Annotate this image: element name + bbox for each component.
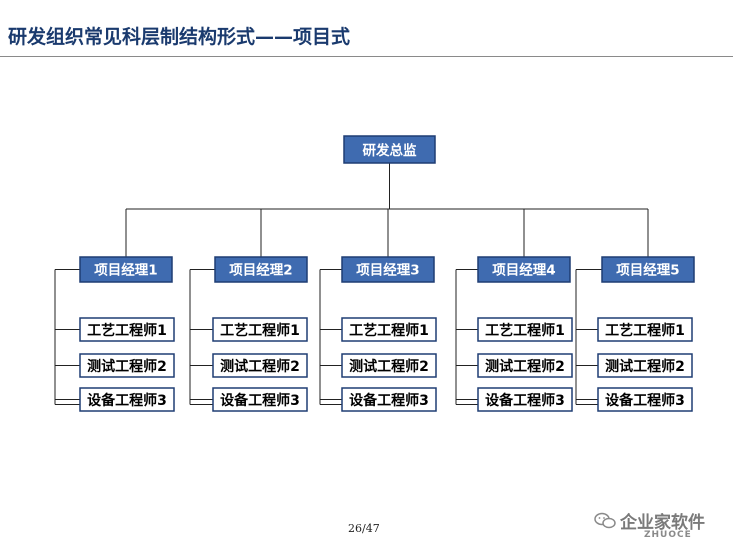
manager-node: 项目经理4 工艺工程师1 测试工程师2 设备工程师3 [477,256,573,412]
engineer-box [212,353,308,378]
engineer-box [597,353,693,378]
engineer-box [597,317,693,342]
engineer-label: 设备工程师3 [220,392,300,409]
engineer-label: 工艺工程师1 [87,322,167,339]
manager-box [341,256,435,283]
engineer-label: 工艺工程师1 [485,322,565,339]
manager-node: 项目经理5 工艺工程师1 测试工程师2 设备工程师3 [597,256,695,412]
manager-node: 项目经理3 工艺工程师1 测试工程师2 设备工程师3 [341,256,437,412]
watermark-subtext: ZHUOCE [644,530,692,540]
engineer-label: 测试工程师2 [485,358,565,375]
page-number: 26/47 [348,522,380,535]
manager-box [477,256,571,283]
engineer-box [597,387,693,412]
engineer-label: 工艺工程师1 [605,322,685,339]
watermark-text: 企业家软件 [620,513,705,533]
root-box [343,135,436,164]
engineer-box [477,317,573,342]
watermark: 企业家软件 ZHUOCE [590,506,730,546]
engineer-label: 工艺工程师1 [349,322,429,339]
manager-box [601,256,695,283]
engineer-label: 设备工程师3 [485,392,565,409]
engineer-box [79,387,175,412]
engineer-label: 设备工程师3 [605,392,685,409]
engineer-box [79,353,175,378]
engineer-box [341,317,437,342]
engineer-label: 测试工程师2 [349,358,429,375]
manager-box [79,256,173,283]
manager-label: 项目经理1 [94,262,157,279]
engineer-label: 工艺工程师1 [220,322,300,339]
wechat-icon [594,512,616,529]
engineer-label: 测试工程师2 [220,358,300,375]
engineer-label: 设备工程师3 [87,392,167,409]
engineer-box [341,353,437,378]
page-title: 研发组织常见科层制结构形式——项目式 [8,26,351,48]
engineer-box [79,317,175,342]
engineer-box [212,387,308,412]
manager-label: 项目经理4 [492,262,555,279]
engineer-box [477,387,573,412]
manager-label: 项目经理5 [616,262,679,279]
manager-box [214,256,308,283]
manager-label: 项目经理2 [229,262,292,279]
title-divider [0,56,733,57]
connector-lines [54,163,649,405]
engineer-box [477,353,573,378]
root-label: 研发总监 [363,142,417,159]
engineer-box [212,317,308,342]
manager-label: 项目经理3 [356,262,419,279]
engineer-label: 设备工程师3 [349,392,429,409]
engineer-label: 测试工程师2 [87,358,167,375]
manager-node: 项目经理1 工艺工程师1 测试工程师2 设备工程师3 [79,256,175,412]
engineer-box [341,387,437,412]
manager-nodes: 项目经理1 工艺工程师1 测试工程师2 设备工程师3 项目经理2 工艺工程师1 测试工程师2… [79,256,695,412]
engineer-label: 测试工程师2 [605,358,685,375]
root-node: 研发总监 [343,135,436,164]
manager-node: 项目经理2 工艺工程师1 测试工程师2 设备工程师3 [212,256,308,412]
